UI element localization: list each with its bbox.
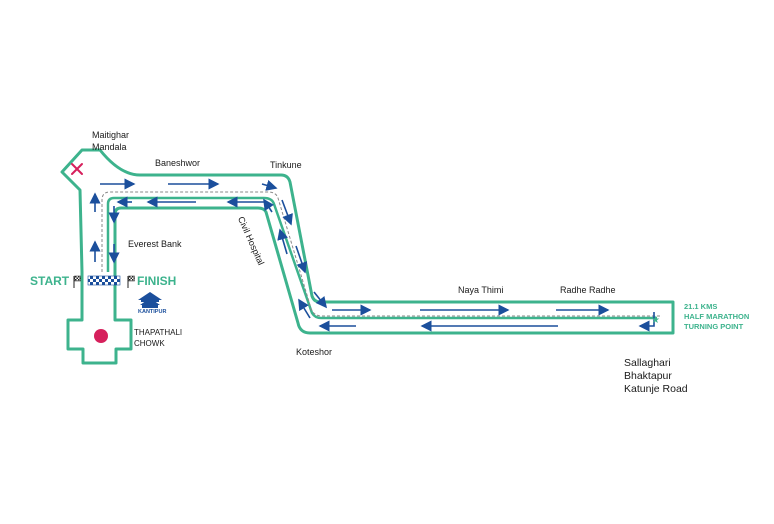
label-chowk: CHOWK <box>134 339 165 348</box>
finish-flag-icon <box>127 275 135 288</box>
label-finish: FINISH <box>137 274 177 288</box>
arrow <box>638 312 655 332</box>
arrow <box>281 199 293 226</box>
label-everest-bank: Everest Bank <box>128 239 182 249</box>
label-koteshor: Koteshor <box>296 347 333 357</box>
label-mandala: Mandala <box>92 142 127 152</box>
arrow <box>277 228 289 255</box>
label-sallaghari: Sallaghari <box>624 357 671 369</box>
kantipur-logo-icon <box>138 292 162 308</box>
label-naya-thimi: Naya Thimi <box>458 285 504 295</box>
kantipur-logo-text: KANTIPUR <box>138 309 167 315</box>
label-radhe-radhe: Radhe Radhe <box>560 285 616 295</box>
arrow <box>261 179 278 191</box>
route-outline-inner <box>106 196 657 320</box>
label-bhaktapur: Bhaktapur <box>624 370 672 382</box>
cross-icon <box>71 163 83 175</box>
label-baneshwor: Baneshwor <box>155 158 201 168</box>
return-arrows <box>108 196 655 332</box>
arrow <box>313 291 327 309</box>
start-flag-icon <box>73 275 81 288</box>
dot-icon <box>94 329 108 343</box>
label-tinkune: Tinkune <box>270 160 302 170</box>
label-turn-distance: 21.1 KMS <box>684 302 718 311</box>
label-turn-event: HALF MARATHON <box>684 312 750 321</box>
label-turning-point: TURNING POINT <box>684 322 744 331</box>
outbound-arrows <box>89 178 610 316</box>
arrow <box>298 298 311 319</box>
arrow <box>295 245 308 274</box>
label-maitighar: Maitighar <box>92 130 130 140</box>
label-start: START <box>30 274 70 288</box>
label-thapathali: THAPATHALI <box>134 328 183 337</box>
star-icon: ★ <box>651 315 660 326</box>
start-finish-line <box>87 275 121 286</box>
route-center-line <box>101 191 662 317</box>
route-outline-outer <box>60 148 675 365</box>
label-katunje-road: Katunje Road <box>624 383 688 395</box>
